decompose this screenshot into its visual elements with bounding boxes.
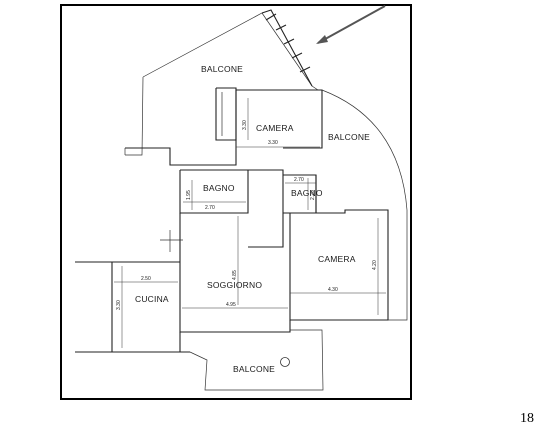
room-cucina: CUCINA [135,294,169,304]
dim-bagno-left-height: 1.95 [186,190,192,200]
room-balcone-right: BALCONE [328,132,370,142]
dim-cucina-height: 3.30 [116,300,122,310]
dim-camera-top-width: 3.30 [268,140,278,146]
room-balcone-bottom: BALCONE [233,364,275,374]
apartment-walls [75,87,408,353]
dim-cucina-width: 2.50 [141,276,151,282]
room-bagno-left: BAGNO [203,183,235,193]
room-camera-top: CAMERA [256,123,294,133]
room-camera-right: CAMERA [318,254,356,264]
balcony-top-outline [125,9,319,156]
dim-soggiorno-height: 4.85 [232,270,238,280]
dim-soggiorno-width: 4.95 [226,302,236,308]
dim-bagno-right-height: 2.25 [310,190,316,200]
room-balcone-top: BALCONE [201,64,243,74]
page-number: 18 [520,411,534,426]
dimension-lines [114,98,386,348]
dim-bagno-right-width: 2.70 [294,177,304,183]
dim-camera-right-width: 4.30 [328,287,338,293]
room-bagno-right: BAGNO [291,188,323,198]
room-soggiorno: SOGGIORNO [207,280,262,290]
dim-camera-right-height: 4.20 [372,260,378,270]
balcony-bottom-outline [189,329,324,391]
plan-frame [60,4,412,400]
dim-bagno-left-width: 2.70 [205,205,215,211]
dim-camera-top-height: 3.30 [242,120,248,130]
north-arrow-icon [316,5,386,44]
